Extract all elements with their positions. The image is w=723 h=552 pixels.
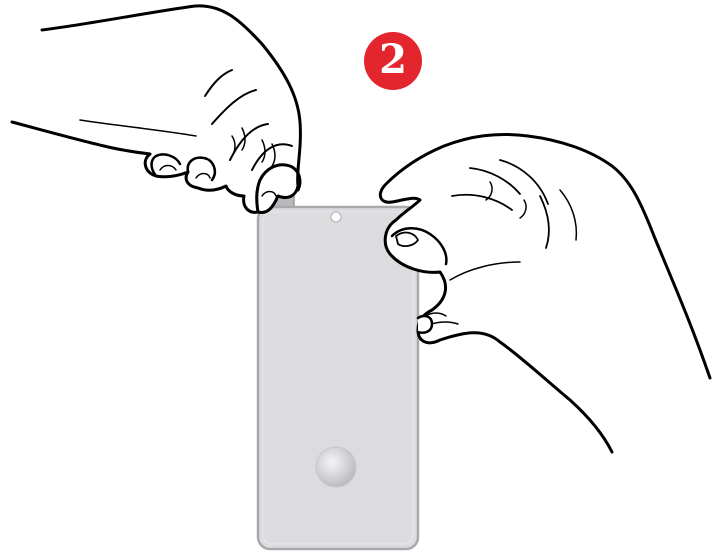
home-button-icon: [316, 447, 356, 487]
step-number: 2: [379, 40, 407, 80]
left-hand-icon: [12, 6, 300, 213]
right-hand-icon: [380, 134, 710, 452]
right-hand-finger-tip: [418, 316, 432, 333]
front-camera-icon: [331, 212, 341, 222]
step-badge: 2: [364, 32, 422, 90]
